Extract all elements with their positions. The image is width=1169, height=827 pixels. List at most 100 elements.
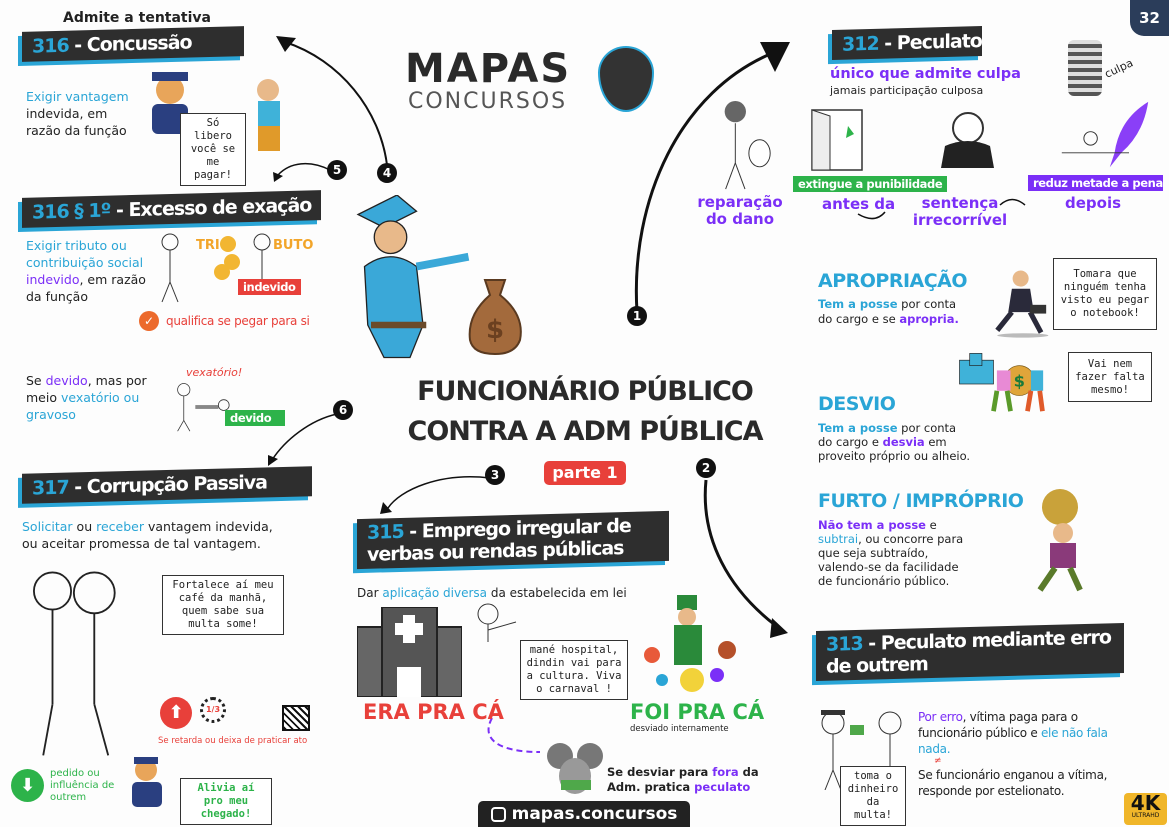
text-segment: Tem a posse xyxy=(818,297,898,311)
text-segment: da estabelecida em lei xyxy=(487,586,627,600)
text-line: indevida, em xyxy=(26,106,108,121)
article-number: 312 xyxy=(842,32,879,56)
logo-line1: MAPAS xyxy=(405,46,572,92)
text-segment: , mas por xyxy=(87,373,147,388)
trash-icon xyxy=(282,705,310,731)
text-segment: Adm. pratica xyxy=(607,780,695,794)
title-line1: FUNCIONÁRIO PÚBLICO xyxy=(417,376,754,407)
devido-description: Se devido, mas por meio vexatório ou gra… xyxy=(26,372,147,423)
section-title-line1: - Peculato mediante erro xyxy=(862,626,1111,655)
text-line: Se funcionário enganou a vítima, xyxy=(918,768,1108,782)
speech-bubble: Alivia aí pro meu chegado! xyxy=(180,778,272,825)
step-3-marker: 3 xyxy=(485,465,505,485)
instagram-handle[interactable]: mapas.concursos xyxy=(478,801,690,827)
arrow-5 xyxy=(277,163,331,176)
text-segment: em xyxy=(924,435,947,449)
text-segment: Por erro xyxy=(918,710,963,724)
arrow-3 xyxy=(387,476,491,509)
fora-note: Se desviar para fora da Adm. pratica pec… xyxy=(607,765,759,795)
arrow-down-icon: ⬇ xyxy=(11,769,44,802)
arrow-6 xyxy=(271,413,338,461)
text-line: Exigir tributo ou xyxy=(26,238,127,253)
step-6-marker: 6 xyxy=(333,400,353,420)
logo-line2: CONCURSOS xyxy=(408,89,568,114)
text-line: ou aceitar promessa de tal vantagem. xyxy=(22,536,261,551)
speech-bubble: Vai nem fazer falta mesmo! xyxy=(1068,352,1152,402)
stick-figure xyxy=(477,603,517,642)
text-segment: do cargo e xyxy=(818,435,883,449)
instagram-icon xyxy=(490,806,506,822)
section-header-316: 316 - Concussão xyxy=(22,26,244,62)
arrowhead-1 xyxy=(760,42,790,72)
extingue-badge: extingue a punibilidade xyxy=(793,176,948,192)
main-title: FUNCIONÁRIO PÚBLICO CONTRA A ADM PÚBLICA xyxy=(400,372,770,452)
text-segment: receber xyxy=(96,519,144,534)
4k-label: 4K xyxy=(1130,791,1161,815)
page-number: 32 xyxy=(1139,9,1160,27)
arrow-2 xyxy=(703,479,776,627)
reparation-figure xyxy=(724,100,771,190)
text-segment: do cargo e se xyxy=(818,312,900,326)
part-badge: parte 1 xyxy=(544,461,626,485)
section-title: - Corrupção Passiva xyxy=(68,471,267,499)
text-line: Exigir vantagem xyxy=(26,89,129,104)
indevido-badge: indevido xyxy=(238,279,301,295)
section-title-line2: de outrem xyxy=(826,653,928,678)
culpa-title: único que admite culpa xyxy=(830,66,1021,82)
devido-badge: devido xyxy=(225,410,285,426)
text-line: influência de xyxy=(50,780,115,791)
svg-text:$: $ xyxy=(486,315,504,345)
text-segment: Tem a posse xyxy=(818,421,898,435)
estelionato-note: Se funcionário enganou a vítima, respond… xyxy=(918,767,1107,799)
vexatorio-label: vexatório! xyxy=(186,366,243,379)
attempt-note: Admite a tentativa xyxy=(63,10,211,26)
text-segment: indevido xyxy=(26,272,80,287)
speech-bubble: toma o dinheiro da multa! xyxy=(840,766,906,826)
text-line: proveito próprio ou alheio. xyxy=(818,449,971,463)
officer-victim-illustration xyxy=(821,710,902,790)
title-line2: CONTRA A ADM PÚBLICA xyxy=(407,416,764,447)
desvio-title: DESVIO xyxy=(818,393,896,415)
speech-bubble: mané hospital, dindin vai para a cultura… xyxy=(520,640,628,700)
text-line: irrecorrível xyxy=(912,211,1008,229)
text-line: nada. xyxy=(918,742,951,756)
apropriacao-description: Tem a posse por conta do cargo e se apro… xyxy=(818,297,959,327)
text-line: reparação xyxy=(697,193,783,211)
text-line: razão da função xyxy=(26,123,127,138)
text-line: do dano xyxy=(705,210,775,228)
open-door-illustration xyxy=(811,109,863,171)
corrupcao-description: Solicitar ou receber vantagem indevida, … xyxy=(22,518,273,552)
logo: MAPAS CONCURSOS xyxy=(405,48,571,114)
text-segment: por conta xyxy=(897,297,957,311)
text-segment: meio xyxy=(26,390,61,405)
foi-pra-ca-label: FOI PRA CÁ xyxy=(630,700,765,724)
text-segment: Dar xyxy=(357,586,383,600)
step-1-marker: 1 xyxy=(627,306,647,326)
section-title: - Peculato xyxy=(878,30,982,55)
article-number: 316 § 1º xyxy=(32,199,111,224)
text-segment: , em razão xyxy=(79,272,146,287)
text-line: pedido ou xyxy=(50,768,100,779)
text-line: contribuição social xyxy=(26,255,144,270)
section-header-312: 312 - Peculato xyxy=(832,26,982,60)
text-segment: devido xyxy=(45,373,88,388)
speech-bubble: Tomara que ninguém tenha visto eu pegar … xyxy=(1053,258,1157,330)
page-number-badge: 32 xyxy=(1130,0,1169,36)
pedido-note: pedido ou influência de outrem xyxy=(50,768,114,804)
text-segment: e xyxy=(925,518,937,532)
money-bag-icon: $ xyxy=(468,279,522,355)
stick-figures-illustration xyxy=(33,571,116,756)
ultrahd-label: ULTRAHD xyxy=(1131,812,1160,819)
retarda-note: Se retarda ou deixa de praticar ato xyxy=(158,736,308,746)
text-line: que seja subtraído, xyxy=(818,546,929,560)
tribute-illustration xyxy=(161,233,271,303)
hospital-icon xyxy=(357,607,462,697)
text-segment: Solicitar xyxy=(22,519,73,534)
character-illustration xyxy=(1068,40,1102,96)
money-bag-thieves-illustration: $ xyxy=(959,353,1045,412)
concussao-description: Exigir vantagem indevida, em razão da fu… xyxy=(26,88,129,139)
text-line: responde por estelionato. xyxy=(918,784,1065,798)
